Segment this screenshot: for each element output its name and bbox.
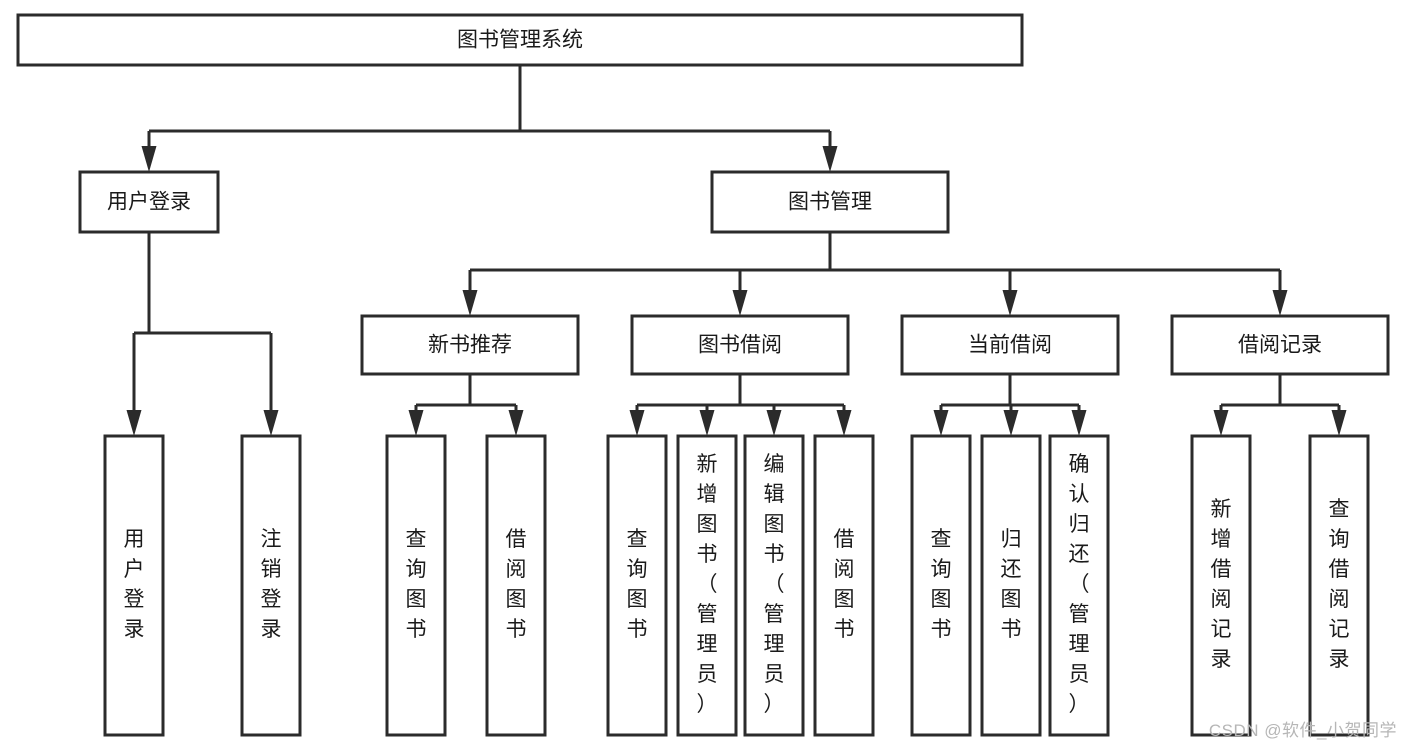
node-leaf-logout-login[interactable]: 注销登录 bbox=[240, 434, 302, 737]
connector-book-borrow-to-leaf-add-book-admin bbox=[699, 374, 742, 436]
connector-root-to-user-login bbox=[141, 65, 522, 172]
node-label-leaf-borrow-book-a: 借阅图书 bbox=[506, 528, 527, 641]
node-box-new-book-recommend[interactable] bbox=[360, 314, 580, 376]
node-leaf-user-login[interactable]: 用户登录 bbox=[103, 434, 165, 737]
node-box-leaf-query-borrow-record[interactable] bbox=[1308, 434, 1370, 737]
node-root[interactable]: 图书管理系统 bbox=[16, 13, 1024, 67]
connector-user-login-to-leaf-user-login bbox=[126, 232, 151, 436]
node-label-leaf-user-login: 用户登录 bbox=[124, 528, 145, 641]
node-label-leaf-query-book-a: 查询图书 bbox=[406, 528, 427, 641]
node-leaf-add-borrow-record[interactable]: 新增借阅记录 bbox=[1190, 434, 1252, 737]
connector-book-management-to-borrow-records bbox=[828, 232, 1288, 316]
node-label-current-borrow: 当前借阅 bbox=[968, 334, 1052, 357]
node-box-root[interactable] bbox=[16, 13, 1024, 67]
node-label-leaf-query-book-c: 查询图书 bbox=[931, 528, 952, 641]
node-box-leaf-logout-login[interactable] bbox=[240, 434, 302, 737]
node-label-new-book-recommend: 新书推荐 bbox=[428, 334, 512, 357]
node-box-leaf-confirm-return-admin[interactable] bbox=[1048, 434, 1110, 737]
node-box-leaf-user-login[interactable] bbox=[103, 434, 165, 737]
node-leaf-add-book-admin[interactable]: 新增图书（管理员） bbox=[676, 434, 738, 737]
node-label-borrow-records: 借阅记录 bbox=[1238, 334, 1322, 357]
node-leaf-query-book-c[interactable]: 查询图书 bbox=[910, 434, 972, 737]
node-box-borrow-records[interactable] bbox=[1170, 314, 1390, 376]
node-book-management[interactable]: 图书管理 bbox=[710, 170, 950, 234]
node-leaf-borrow-book-b[interactable]: 借阅图书 bbox=[813, 434, 875, 737]
node-label-book-borrow: 图书借阅 bbox=[698, 334, 782, 357]
node-leaf-borrow-book-a[interactable]: 借阅图书 bbox=[485, 434, 547, 737]
node-box-leaf-add-borrow-record[interactable] bbox=[1190, 434, 1252, 737]
node-layer: 图书管理系统用户登录图书管理新书推荐图书借阅当前借阅借阅记录用户登录注销登录查询… bbox=[16, 13, 1390, 737]
connector-new-book-recommend-to-leaf-query-book-a bbox=[408, 374, 472, 436]
node-leaf-confirm-return-admin[interactable]: 确认归还（管理员） bbox=[1048, 434, 1110, 737]
node-box-leaf-borrow-book-b[interactable] bbox=[813, 434, 875, 737]
connector-new-book-recommend-to-leaf-borrow-book-a bbox=[468, 374, 524, 436]
node-box-user-login[interactable] bbox=[78, 170, 220, 234]
node-box-leaf-query-book-a[interactable] bbox=[385, 434, 447, 737]
node-box-current-borrow[interactable] bbox=[900, 314, 1120, 376]
node-box-leaf-add-book-admin[interactable] bbox=[676, 434, 738, 737]
node-label-leaf-query-book-b: 查询图书 bbox=[627, 528, 648, 641]
node-label-book-management: 图书管理 bbox=[788, 191, 872, 214]
connector-current-borrow-to-leaf-confirm-return-admin bbox=[1008, 374, 1087, 436]
node-label-root: 图书管理系统 bbox=[457, 29, 583, 52]
connector-book-borrow-to-leaf-borrow-book-b bbox=[738, 374, 852, 436]
connector-book-management-to-book-borrow bbox=[732, 232, 832, 316]
connector-borrow-records-to-leaf-add-borrow-record bbox=[1213, 374, 1282, 436]
node-box-leaf-borrow-book-a[interactable] bbox=[485, 434, 547, 737]
connector-current-borrow-to-leaf-query-book-c bbox=[933, 374, 1012, 436]
node-leaf-edit-book-admin[interactable]: 编辑图书（管理员） bbox=[743, 434, 805, 737]
connector-book-management-to-current-borrow bbox=[828, 232, 1018, 316]
node-box-book-management[interactable] bbox=[710, 170, 950, 234]
node-box-leaf-edit-book-admin[interactable] bbox=[743, 434, 805, 737]
node-label-leaf-add-borrow-record: 新增借阅记录 bbox=[1211, 498, 1232, 671]
node-leaf-query-book-b[interactable]: 查询图书 bbox=[606, 434, 668, 737]
node-new-book-recommend[interactable]: 新书推荐 bbox=[360, 314, 580, 376]
connector-layer bbox=[126, 65, 1347, 436]
node-label-user-login: 用户登录 bbox=[107, 191, 191, 214]
node-label-leaf-add-book-admin: 新增图书（管理员） bbox=[697, 453, 718, 716]
node-box-book-borrow[interactable] bbox=[630, 314, 850, 376]
node-user-login[interactable]: 用户登录 bbox=[78, 170, 220, 234]
node-label-leaf-borrow-book-b: 借阅图书 bbox=[834, 528, 855, 641]
node-borrow-records[interactable]: 借阅记录 bbox=[1170, 314, 1390, 376]
node-leaf-query-book-a[interactable]: 查询图书 bbox=[385, 434, 447, 737]
node-leaf-query-borrow-record[interactable]: 查询借阅记录 bbox=[1308, 434, 1370, 737]
node-current-borrow[interactable]: 当前借阅 bbox=[900, 314, 1120, 376]
node-label-leaf-edit-book-admin: 编辑图书（管理员） bbox=[764, 453, 785, 716]
connector-book-management-to-new-book-recommend bbox=[462, 232, 832, 316]
node-box-leaf-return-book[interactable] bbox=[980, 434, 1042, 737]
connector-user-login-to-leaf-logout-login bbox=[147, 232, 279, 436]
node-label-leaf-confirm-return-admin: 确认归还（管理员） bbox=[1069, 453, 1090, 716]
connector-root-to-book-management bbox=[518, 65, 838, 172]
node-box-leaf-query-book-b[interactable] bbox=[606, 434, 668, 737]
node-label-leaf-logout-login: 注销登录 bbox=[261, 528, 282, 641]
node-book-borrow[interactable]: 图书借阅 bbox=[630, 314, 850, 376]
connector-borrow-records-to-leaf-query-borrow-record bbox=[1278, 374, 1347, 436]
node-label-leaf-query-borrow-record: 查询借阅记录 bbox=[1329, 498, 1350, 671]
node-label-leaf-return-book: 归还图书 bbox=[1001, 528, 1022, 641]
node-box-leaf-query-book-c[interactable] bbox=[910, 434, 972, 737]
node-leaf-return-book[interactable]: 归还图书 bbox=[980, 434, 1042, 737]
